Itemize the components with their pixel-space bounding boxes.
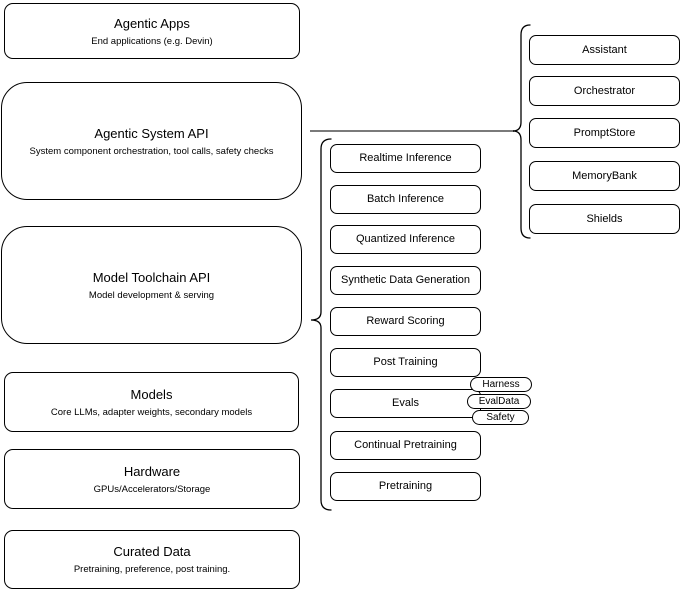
node-label: Evals <box>392 397 419 409</box>
node-shields: Shields <box>529 204 680 234</box>
node-hardware: Hardware GPUs/Accelerators/Storage <box>4 449 300 509</box>
node-continual-pretraining: Continual Pretraining <box>330 431 481 460</box>
node-label: Batch Inference <box>366 193 445 205</box>
node-pretraining: Pretraining <box>330 472 481 501</box>
node-synthetic-data-generation: Synthetic Data Generation <box>330 266 481 295</box>
node-subtitle: System component orchestration, tool cal… <box>29 145 274 157</box>
node-quantized-inference: Quantized Inference <box>330 225 481 254</box>
node-models: Models Core LLMs, adapter weights, secon… <box>4 372 299 432</box>
node-title: Agentic Apps <box>114 15 190 31</box>
pill-label: Harness <box>482 378 520 390</box>
node-realtime-inference: Realtime Inference <box>330 144 481 173</box>
node-label: Reward Scoring <box>366 315 445 327</box>
node-model-toolchain-api: Model Toolchain API Model development & … <box>1 226 302 344</box>
node-label: Pretraining <box>378 480 433 492</box>
node-title: Hardware <box>123 463 181 479</box>
node-promptstore: PromptStore <box>529 118 680 148</box>
pill-safety: Safety <box>472 410 529 425</box>
node-label: Synthetic Data Generation <box>340 274 471 286</box>
node-label: Shields <box>586 212 623 225</box>
node-title: Model Toolchain API <box>92 269 211 285</box>
node-batch-inference: Batch Inference <box>330 185 481 214</box>
node-orchestrator: Orchestrator <box>529 76 680 106</box>
pill-label: Safety <box>486 411 515 423</box>
node-evals: Evals <box>330 389 481 418</box>
node-title: Curated Data <box>113 544 191 559</box>
node-reward-scoring: Reward Scoring <box>330 307 481 336</box>
pill-label: EvalData <box>478 395 520 407</box>
node-label: PromptStore <box>573 126 636 139</box>
node-label: MemoryBank <box>572 169 637 182</box>
node-label: Continual Pretraining <box>354 439 457 451</box>
node-label: Quantized Inference <box>355 233 456 245</box>
node-subtitle: Core LLMs, adapter weights, secondary mo… <box>50 406 253 418</box>
pill-harness: Harness <box>470 377 532 392</box>
node-title: Models <box>130 386 173 402</box>
pill-evaldata: EvalData <box>467 394 531 409</box>
node-subtitle: Model development & serving <box>88 289 215 301</box>
node-agentic-apps: Agentic Apps End applications (e.g. Devi… <box>4 3 300 59</box>
node-subtitle: GPUs/Accelerators/Storage <box>93 483 211 495</box>
node-memorybank: MemoryBank <box>529 161 680 191</box>
node-title: Agentic System API <box>94 125 209 141</box>
node-subtitle: Pretraining, preference, post training. <box>73 564 231 575</box>
node-subtitle: End applications (e.g. Devin) <box>91 35 213 47</box>
toolchain-group-brace <box>310 138 332 511</box>
node-post-training: Post Training <box>330 348 481 377</box>
system-group-brace <box>512 24 531 239</box>
node-agentic-system-api: Agentic System API System component orch… <box>1 82 302 200</box>
node-label: Assistant <box>582 43 627 56</box>
node-assistant: Assistant <box>529 35 680 65</box>
node-curated-data: Curated Data Pretraining, preference, po… <box>4 530 300 589</box>
node-label: Realtime Inference <box>359 152 452 164</box>
node-label: Post Training <box>373 356 438 368</box>
node-label: Orchestrator <box>573 84 636 97</box>
